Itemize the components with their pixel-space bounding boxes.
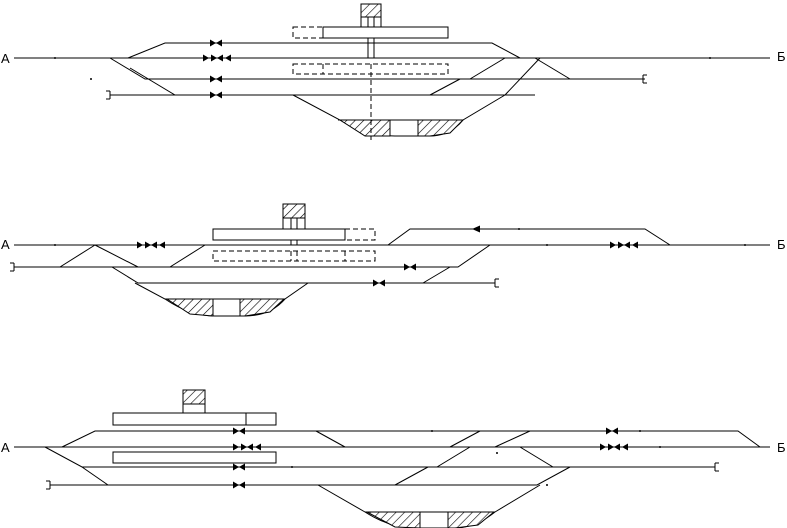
crossover (519, 446, 554, 468)
signal-group (610, 241, 638, 249)
station-building (182, 389, 206, 405)
freight-platform (165, 298, 214, 317)
direction-label-right: Б (777, 49, 786, 64)
crossover (436, 446, 471, 468)
signal-group (233, 443, 261, 451)
signal-pair (233, 463, 245, 471)
signal-group (203, 54, 231, 62)
signal-pair (210, 91, 222, 99)
freight-loop (317, 484, 541, 528)
crossover (81, 466, 109, 486)
direction-label-right: Б (777, 440, 786, 455)
direction-arrow (472, 225, 480, 233)
intermediate-platform (112, 451, 277, 464)
crossover (422, 266, 451, 284)
upper-siding (387, 228, 671, 246)
direction-label-left: А (1, 237, 10, 252)
direction-label-left: А (1, 51, 10, 66)
direction-label-right: Б (777, 237, 786, 252)
signal-pair (210, 39, 222, 47)
crossover (59, 244, 96, 268)
freight-platform (338, 119, 391, 137)
station-diagram-1: А Б (1, 3, 786, 140)
crossover (94, 244, 139, 268)
freight-platform (417, 119, 465, 137)
crossover (449, 430, 481, 448)
receiving-track (109, 57, 645, 80)
signal-pair (606, 427, 618, 435)
freight-loop (134, 282, 309, 317)
signal-pair (404, 263, 416, 271)
crossover (494, 430, 531, 448)
passenger-platform (112, 412, 277, 426)
passenger-platform (322, 26, 449, 39)
freight-platform (239, 298, 286, 317)
dead-end-track (129, 67, 535, 96)
signal-pair (210, 75, 222, 83)
planned-platform (212, 250, 376, 262)
passenger-platform (212, 228, 346, 241)
dead-end-track (50, 466, 571, 486)
crossover (315, 430, 346, 448)
crossover (469, 57, 506, 80)
freight-platform (366, 511, 421, 528)
receiving-track (14, 244, 491, 268)
station-building (360, 3, 382, 18)
crossover (394, 466, 429, 486)
signal-pair (233, 427, 245, 435)
crossover (429, 78, 461, 96)
upper-siding (127, 42, 521, 59)
signal-pair (373, 279, 385, 287)
station-diagram-3: А Б (1, 389, 786, 528)
dead-end-track (111, 266, 495, 284)
signal-group (600, 443, 628, 451)
station-diagram-2: А Б (1, 203, 786, 317)
direction-label-left: А (1, 440, 10, 455)
station-building (282, 203, 306, 219)
crossover (534, 57, 571, 80)
freight-platform (447, 511, 496, 528)
signal-pair (233, 481, 245, 489)
upper-siding (61, 430, 761, 448)
freight-loop (292, 94, 506, 137)
signal-group (137, 241, 165, 249)
crossover (169, 244, 206, 268)
